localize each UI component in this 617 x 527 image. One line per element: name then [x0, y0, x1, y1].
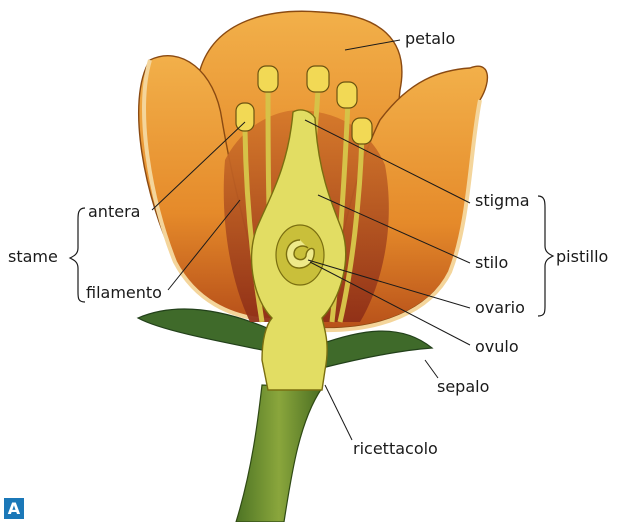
label-ricettacolo: ricettacolo [353, 440, 438, 458]
stem [236, 385, 322, 522]
label-ovario: ovario [475, 299, 525, 317]
sepal-right [318, 331, 432, 368]
label-stame: stame [8, 248, 58, 266]
stame-bracket [70, 208, 85, 302]
panel-badge: A [4, 498, 24, 519]
ovary-chamber [276, 225, 324, 285]
label-ovulo: ovulo [475, 338, 519, 356]
label-filamento: filamento [86, 284, 162, 302]
label-sepalo: sepalo [437, 378, 489, 396]
pistillo-bracket [538, 196, 553, 316]
label-pistillo: pistillo [556, 248, 608, 266]
label-stilo: stilo [475, 254, 508, 272]
label-antera: antera [88, 203, 140, 221]
label-petalo: petalo [405, 30, 455, 48]
label-stigma: stigma [475, 192, 530, 210]
